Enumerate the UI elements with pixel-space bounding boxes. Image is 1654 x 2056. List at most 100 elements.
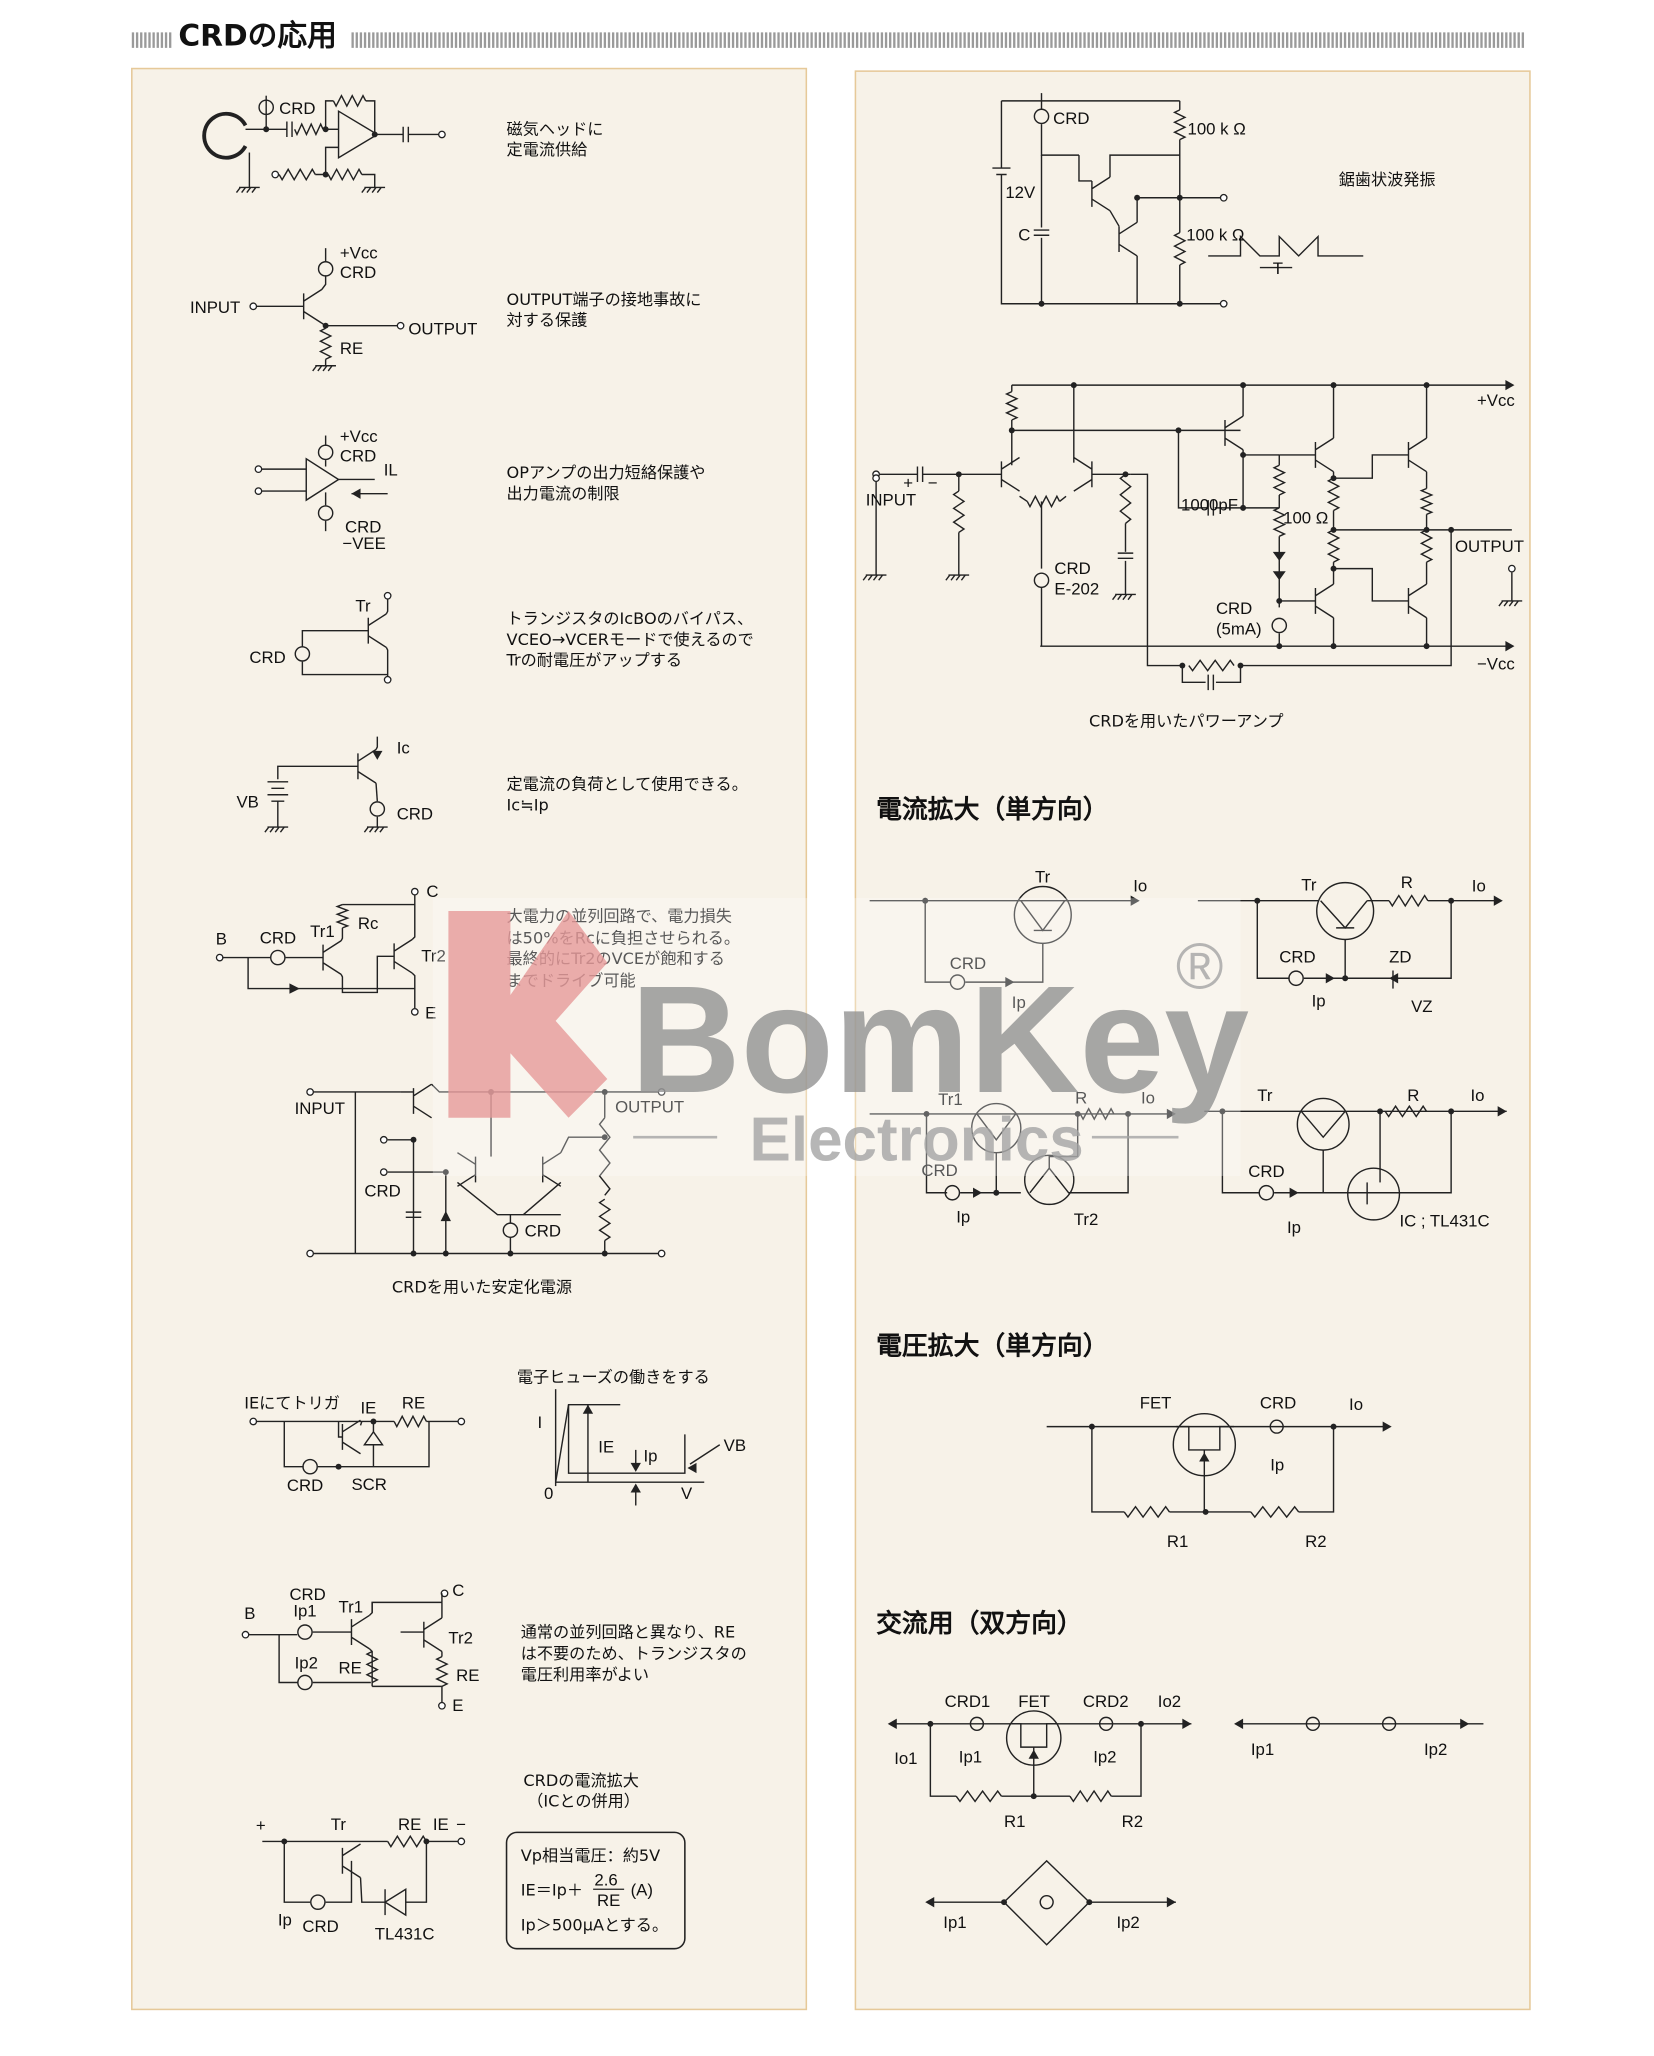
wire bbox=[411, 972, 416, 1008]
resistor-icon bbox=[1173, 232, 1187, 266]
stripe bbox=[764, 32, 768, 48]
transistor-icon bbox=[1224, 415, 1244, 451]
section-ac-bidirectional: 交流用（双方向） CRD1 FET CRD2 Io2 Io1 Ip1 Ip2 R… bbox=[876, 1608, 1447, 1932]
stripe bbox=[1339, 32, 1343, 48]
junction-dot bbox=[601, 1134, 608, 1141]
label: Ip1 bbox=[1251, 1740, 1274, 1759]
crd-icon bbox=[294, 646, 311, 662]
stripe bbox=[1124, 32, 1128, 48]
stripe bbox=[611, 32, 615, 48]
circuit-stabilized-supply: CRDを用いた安定化電源 INPUT OUTPUT CRD CRD bbox=[295, 1098, 684, 1297]
wire bbox=[1256, 900, 1290, 979]
label: B bbox=[216, 930, 227, 949]
stripe bbox=[913, 32, 917, 48]
label: B bbox=[244, 1604, 255, 1623]
wire bbox=[1300, 1110, 1346, 1139]
junction-dot bbox=[1423, 382, 1430, 389]
stripe bbox=[583, 32, 586, 48]
terminal-icon bbox=[383, 591, 392, 600]
caption: CRDを用いたパワーアンプ bbox=[1089, 711, 1284, 730]
watermark: BomKey ® Electronics bbox=[432, 898, 1249, 1176]
wire bbox=[247, 957, 415, 990]
stripe bbox=[1066, 32, 1070, 48]
wire bbox=[337, 1421, 343, 1438]
stripe bbox=[1145, 32, 1148, 48]
stripe bbox=[533, 32, 536, 48]
stripe bbox=[1046, 32, 1049, 48]
stripe bbox=[1161, 32, 1165, 48]
stripe bbox=[860, 32, 863, 48]
stripe bbox=[777, 32, 780, 48]
transistor-icon bbox=[1407, 583, 1427, 619]
stripe bbox=[744, 32, 747, 48]
formula-line: Vp相当電圧：約5V bbox=[521, 1846, 660, 1865]
stripe bbox=[855, 32, 859, 48]
crd-icon bbox=[1033, 572, 1050, 589]
device-circle-icon bbox=[971, 1102, 1022, 1154]
label: +Vcc bbox=[340, 244, 378, 263]
stripe bbox=[475, 32, 478, 48]
terminal-icon bbox=[215, 953, 224, 962]
stripe bbox=[946, 32, 950, 48]
stripe bbox=[1405, 32, 1409, 48]
stripe bbox=[814, 32, 817, 48]
section-voltage-amplify: 電圧拡大（単方向） FET CRD Io Ip R1 R2 bbox=[876, 1330, 1363, 1551]
label: IE bbox=[433, 1815, 449, 1834]
junction-dot bbox=[1330, 643, 1337, 650]
crd-icon bbox=[1039, 1894, 1054, 1910]
stripe bbox=[603, 32, 607, 48]
label: Io bbox=[1133, 877, 1147, 896]
wire bbox=[522, 1181, 562, 1216]
stripe bbox=[1166, 32, 1169, 48]
stripe bbox=[1389, 32, 1392, 48]
resistor-icon bbox=[318, 327, 333, 360]
junction-dot bbox=[410, 1250, 417, 1257]
stripe bbox=[1343, 32, 1347, 48]
stripe bbox=[1248, 32, 1252, 48]
label: 100 Ω bbox=[1283, 508, 1328, 527]
stripe bbox=[810, 32, 813, 48]
stripe bbox=[450, 32, 454, 48]
wire bbox=[1181, 665, 1206, 684]
stripe bbox=[438, 32, 441, 48]
label: INPUT bbox=[190, 298, 240, 317]
resistor-icon bbox=[387, 1834, 428, 1848]
desc-line: は不要のため、トランジスタの bbox=[521, 1644, 747, 1663]
stripe bbox=[1199, 32, 1202, 48]
label: CRD bbox=[1248, 1162, 1284, 1181]
crd-icon bbox=[1305, 1716, 1321, 1732]
junction-dot bbox=[1202, 1508, 1209, 1515]
label: Ip bbox=[956, 1207, 970, 1226]
wire bbox=[340, 955, 395, 994]
stripe bbox=[1397, 32, 1400, 48]
stripe bbox=[413, 32, 416, 48]
label: + bbox=[256, 1816, 266, 1835]
stripe bbox=[1203, 32, 1206, 48]
device-circle-icon bbox=[1347, 1167, 1401, 1221]
stripe bbox=[678, 32, 681, 48]
watermark-sub: Electronics bbox=[749, 1105, 1083, 1174]
stripe bbox=[1104, 32, 1107, 48]
wire bbox=[976, 1113, 1017, 1141]
wire bbox=[283, 1841, 311, 1903]
resistor-icon bbox=[1026, 494, 1061, 509]
stripe bbox=[979, 32, 983, 48]
stripe bbox=[649, 32, 652, 48]
resistor-icon bbox=[435, 1656, 449, 1688]
transistor-icon bbox=[1000, 456, 1020, 492]
arrow-icon bbox=[925, 1896, 935, 1908]
junction-dot bbox=[1330, 382, 1337, 389]
stripe bbox=[628, 32, 631, 48]
label: ZD bbox=[1389, 948, 1411, 967]
stripe bbox=[578, 32, 582, 48]
wire bbox=[567, 1404, 686, 1474]
stripe bbox=[554, 32, 557, 48]
junction-dot bbox=[507, 1250, 514, 1257]
transistor-icon bbox=[1091, 176, 1111, 212]
crd-icon bbox=[502, 1222, 519, 1239]
resistor-icon bbox=[332, 94, 367, 108]
label: Io bbox=[1349, 1395, 1363, 1414]
junction-dot bbox=[1038, 300, 1045, 307]
label: R1 bbox=[1004, 1812, 1025, 1831]
stripe bbox=[405, 32, 408, 48]
